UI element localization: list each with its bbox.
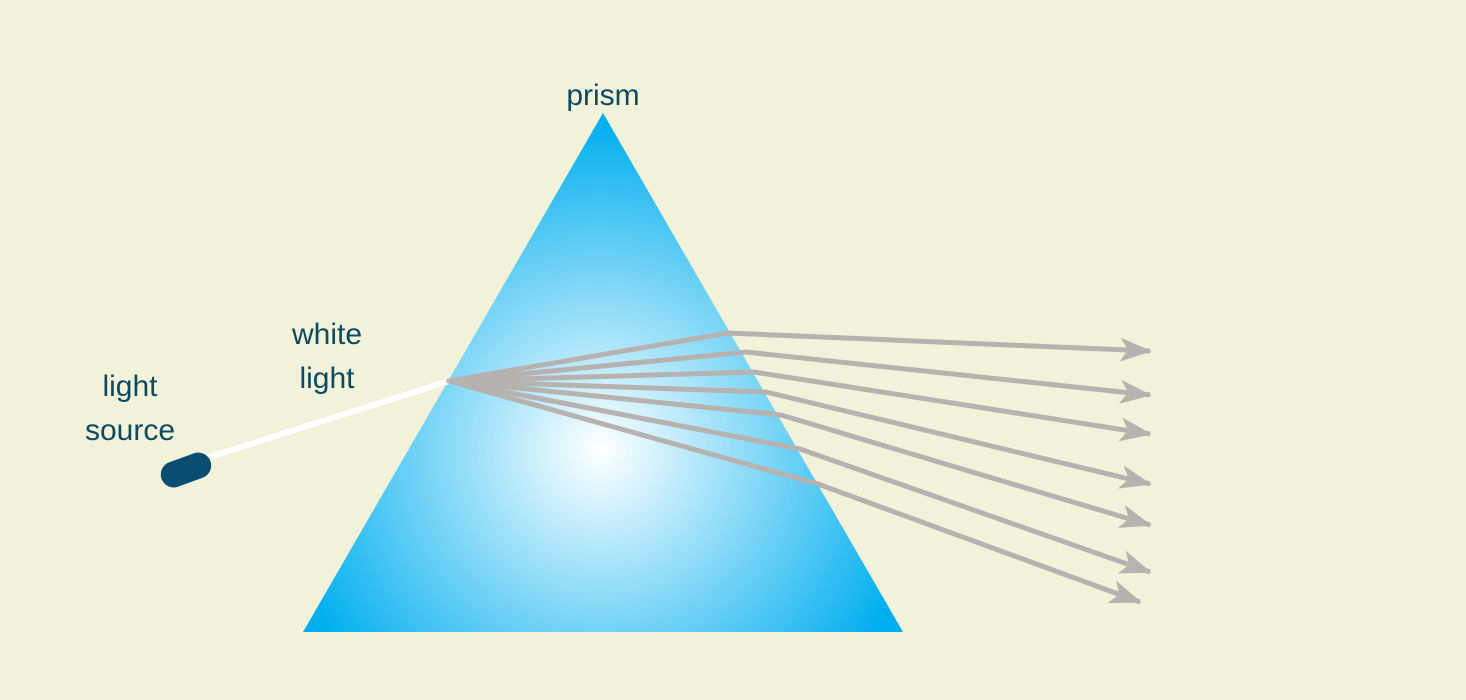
refracted-ray-inside-7 — [446, 378, 821, 487]
white-light-label-line1: white — [291, 318, 363, 351]
refracted-ray-arrow-2 — [745, 349, 1152, 404]
light-source-label: light source — [30, 365, 230, 453]
light-source-label-line1: light — [102, 370, 158, 403]
refracted-ray-inside-4 — [446, 378, 769, 395]
white-light-beam — [197, 378, 452, 463]
refracted-ray-inside-5 — [446, 378, 784, 418]
refracted-ray-inside-3 — [446, 369, 757, 384]
refracted-ray-arrow-5 — [780, 412, 1152, 528]
prism-label-text: prism — [566, 79, 640, 112]
refracted-ray-inside-1 — [446, 330, 731, 384]
refracted-ray-inside-2 — [446, 349, 749, 384]
prism-label: prism — [503, 74, 703, 118]
refracted-ray-arrow-7 — [817, 481, 1142, 605]
prism-triangle — [303, 113, 903, 632]
rays-outside-prism — [727, 330, 1152, 605]
refracted-ray-arrow-6 — [799, 446, 1152, 575]
refracted-ray-arrow-1 — [727, 330, 1152, 362]
refracted-ray-arrow-4 — [765, 389, 1152, 489]
white-light-label: white light — [227, 313, 427, 401]
white-light-label-line2: light — [299, 362, 355, 395]
refracted-ray-inside-6 — [446, 378, 803, 452]
flashlight-icon — [160, 452, 212, 488]
refracted-ray-arrow-3 — [753, 369, 1152, 442]
rays-inside-prism — [446, 330, 821, 487]
light-source-label-line2: source — [84, 414, 176, 447]
